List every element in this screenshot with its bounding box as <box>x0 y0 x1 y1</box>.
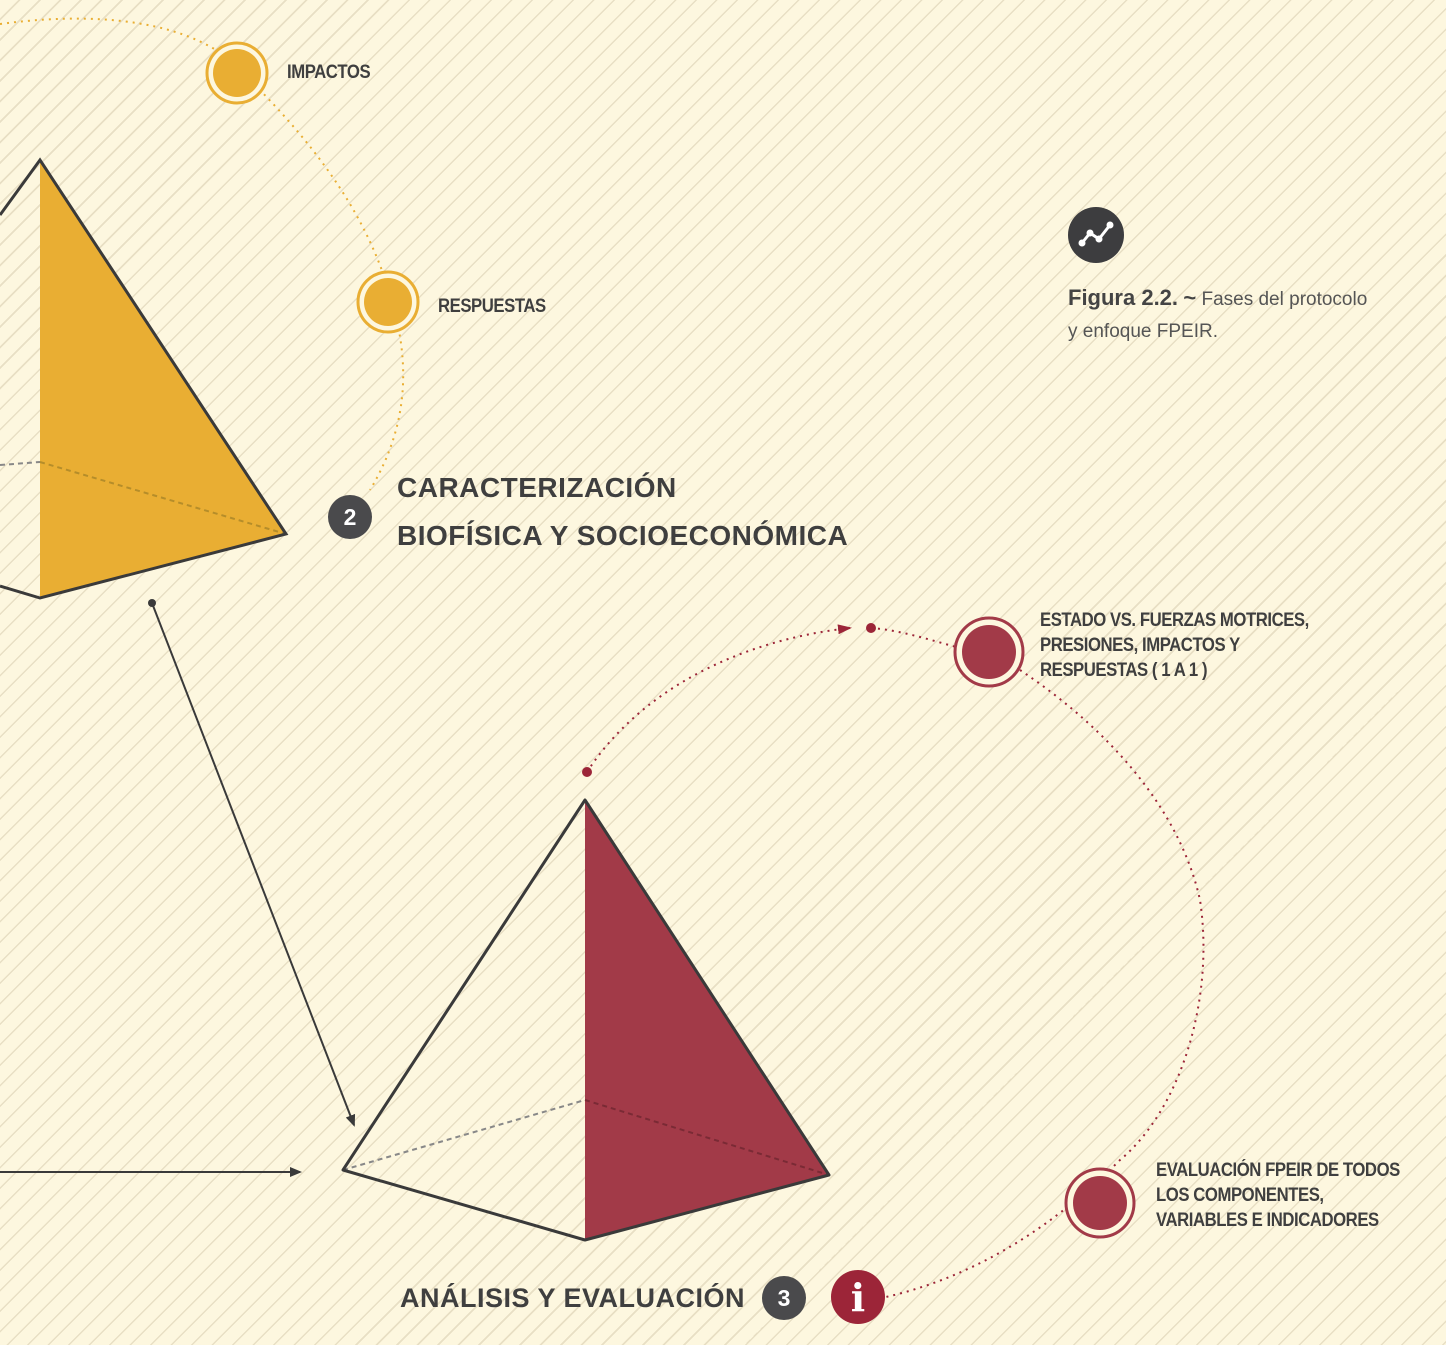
evaluacion-label-line2: LOS COMPONENTES, <box>1156 1185 1324 1206</box>
estado-label: ESTADO VS. FUERZAS MOTRICES, PRESIONES, … <box>1040 608 1309 683</box>
phase3-dotted-path-a <box>586 624 852 773</box>
phase3-number-badge: 3 <box>762 1276 806 1320</box>
phase3-pyramid <box>341 798 831 1242</box>
evaluacion-label-line3: VARIABLES E INDICADORES <box>1156 1210 1379 1231</box>
phase3-title: ANÁLISIS Y EVALUACIÓN <box>400 1283 746 1313</box>
evaluacion-node-circle <box>1064 1167 1136 1239</box>
figure-text: Fases del protocolo y enfoque FPEIR. <box>1068 289 1368 342</box>
figure-label: Figura 2.2. <box>1068 285 1179 310</box>
figure-separator: ~ <box>1183 285 1197 310</box>
phase2-title-line2: BIOFÍSICA Y SOCIOECONÓMICA <box>397 520 849 551</box>
phase2-title-line1: CARACTERIZACIÓN <box>397 472 677 503</box>
estado-label-line1: ESTADO VS. FUERZAS MOTRICES, <box>1040 610 1309 631</box>
impactos-label: IMPACTOS <box>287 62 371 83</box>
figure-caption: Figura 2.2. ~ Fases del protocolo y enfo… <box>1068 282 1368 348</box>
evaluacion-label: EVALUACIÓN FPEIR DE TODOS LOS COMPONENTE… <box>1156 1158 1400 1233</box>
estado-node-circle <box>953 616 1025 688</box>
impactos-node-circle <box>205 41 269 105</box>
line-chart-icon <box>1068 207 1124 263</box>
phase2-pyramid <box>0 157 289 600</box>
phase2-dotted-path <box>0 17 405 491</box>
phase3-path-start-dot <box>582 767 592 777</box>
evaluacion-label-line1: EVALUACIÓN FPEIR DE TODOS <box>1156 1160 1400 1181</box>
phase2-to-phase3-arrow <box>151 602 356 1127</box>
phase2-number-badge: 2 <box>328 495 372 539</box>
estado-label-line2: PRESIONES, IMPACTOS Y <box>1040 635 1240 656</box>
phase3-dotted-path-b <box>870 627 961 649</box>
info-icon[interactable]: i <box>831 1270 885 1324</box>
respuestas-label: RESPUESTAS <box>438 296 546 317</box>
respuestas-node-circle <box>356 270 420 334</box>
phase3-dotted-path-c <box>885 669 1205 1298</box>
estado-label-line3: RESPUESTAS ( 1 A 1 ) <box>1040 660 1208 681</box>
